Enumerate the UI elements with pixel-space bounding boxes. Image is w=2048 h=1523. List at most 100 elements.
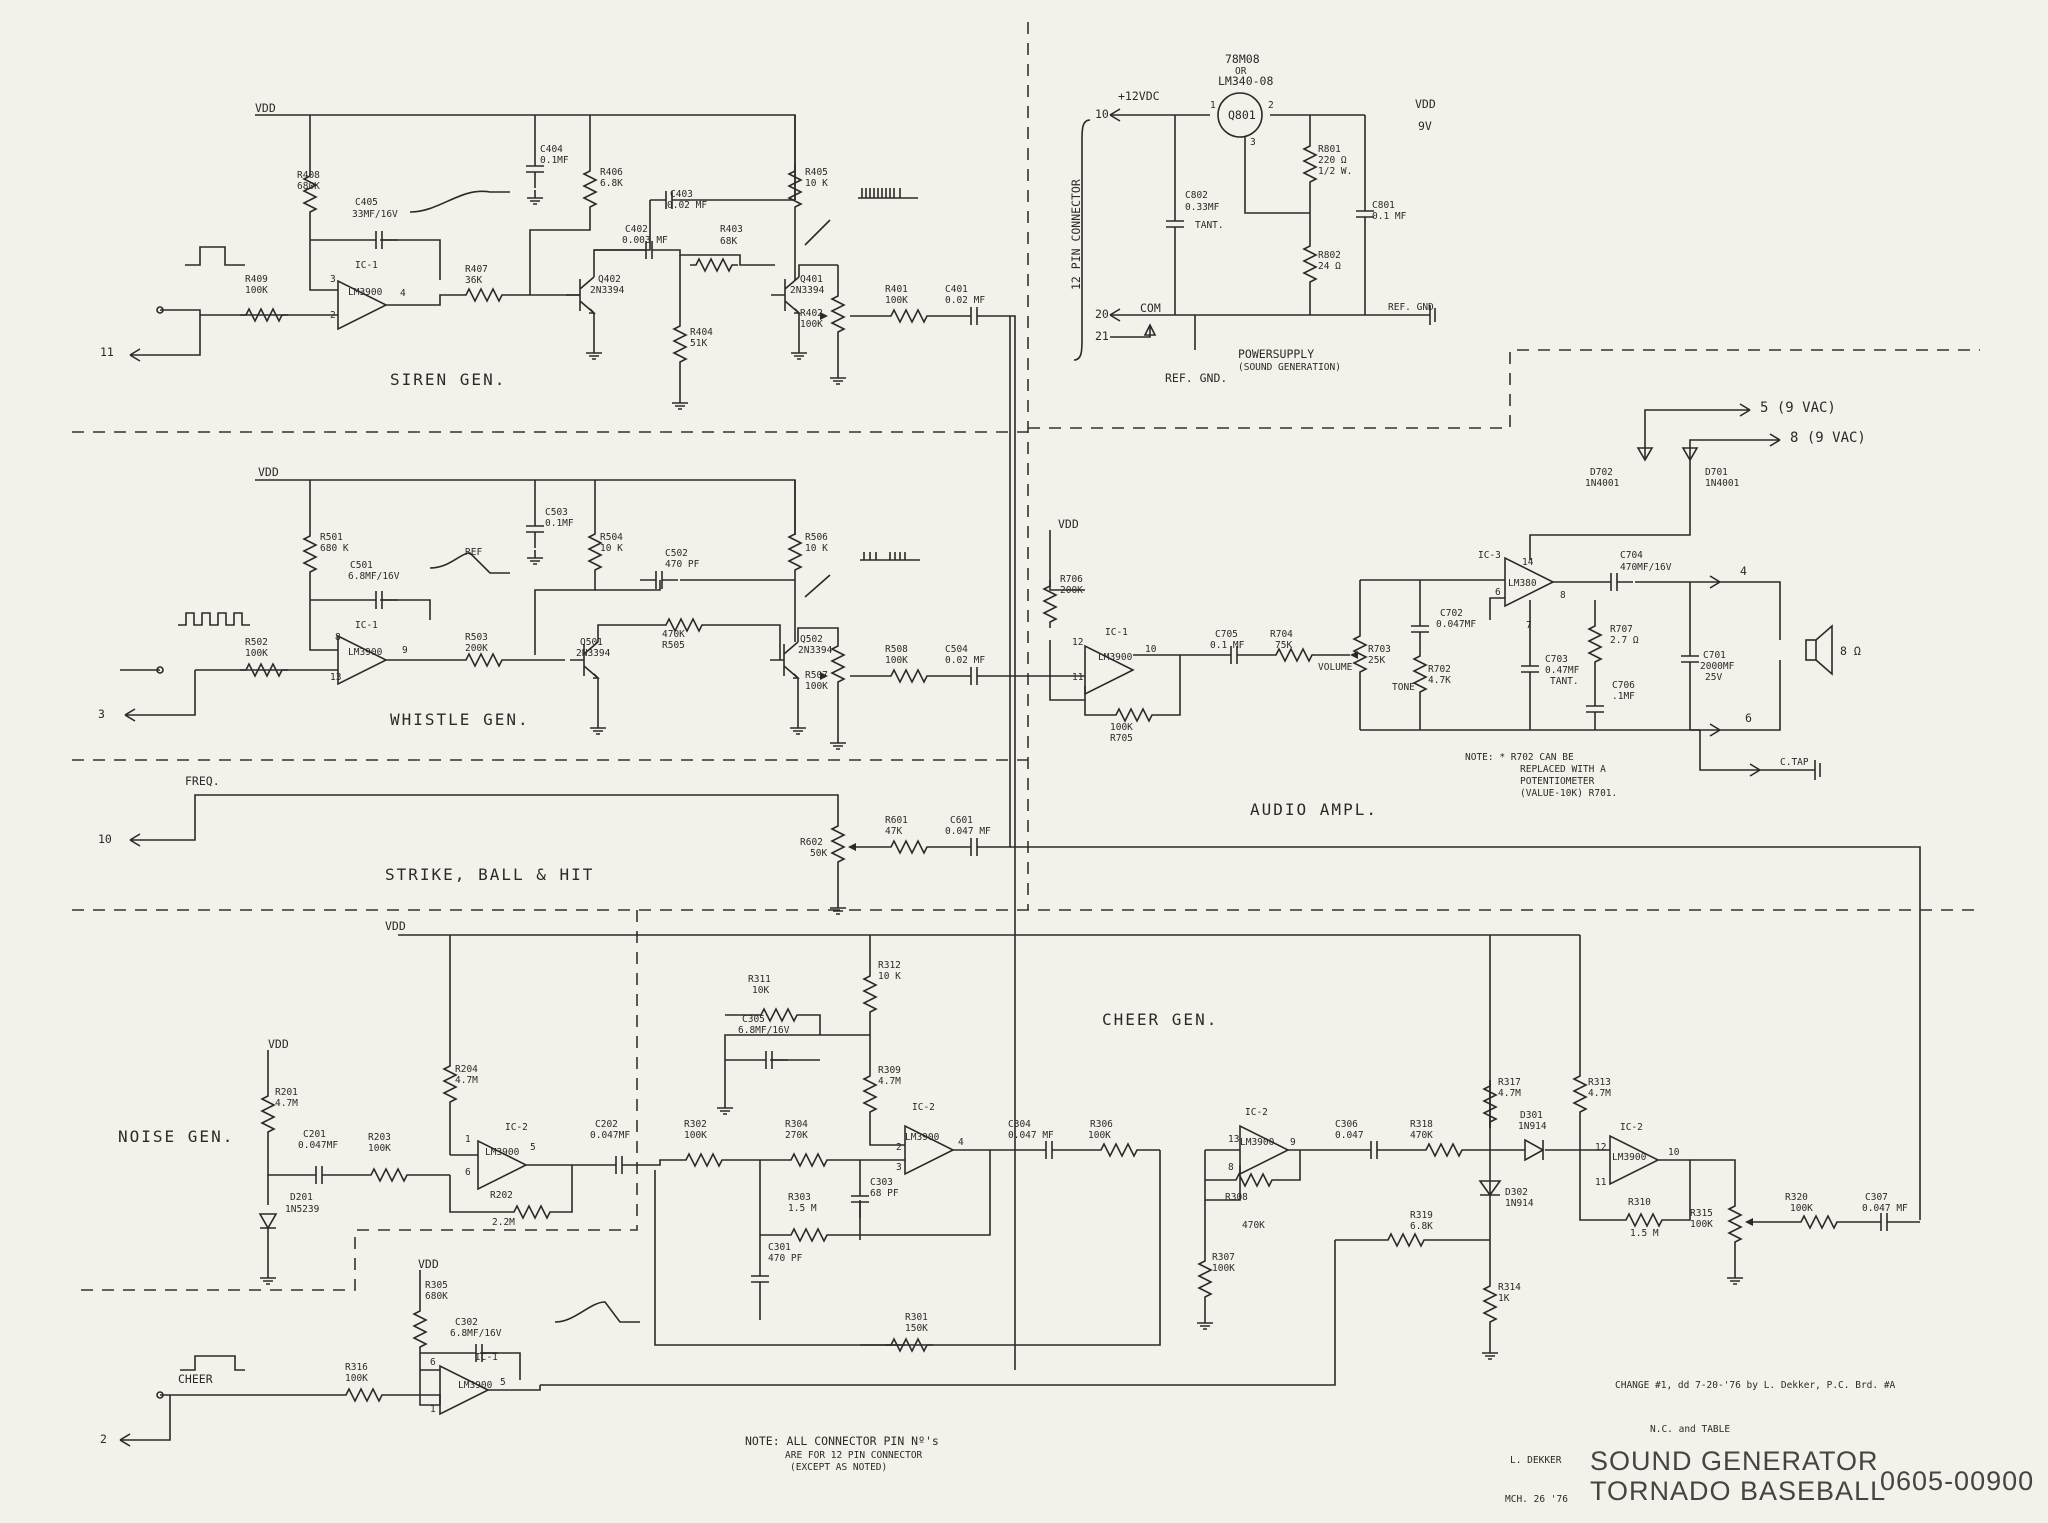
pin6-cheer-osc: 6 <box>430 1357 436 1368</box>
r405-ref: R405 <box>805 167 828 178</box>
r707-value: 2.7 Ω <box>1610 635 1639 646</box>
r705-ref: R705 <box>1110 733 1133 744</box>
pin13-cheer: 13 <box>1228 1134 1239 1145</box>
r310-ref: R310 <box>1628 1197 1651 1208</box>
r602-value: 50K <box>810 848 827 859</box>
c306-value: 0.047 <box>1335 1130 1364 1141</box>
r801-watt: 1/2 W. <box>1318 166 1352 177</box>
c601-value: 0.047 MF <box>945 826 991 837</box>
r505-ref: R505 <box>662 640 685 651</box>
cheer-input-label: CHEER <box>178 1372 213 1386</box>
r402-value: 100K <box>800 319 823 330</box>
pin13-whistle: 13 <box>330 672 341 683</box>
c502-ref: C502 <box>665 548 688 559</box>
com-label: COM <box>1140 301 1161 315</box>
ic1-whistle: IC-1 <box>355 620 378 631</box>
c501-value: 6.8MF/16V <box>348 571 400 582</box>
c303-value: 68 PF <box>870 1188 899 1199</box>
pin-6: 6 <box>1745 711 1752 725</box>
amp-note-line-3: POTENTIOMETER <box>1520 776 1595 787</box>
ic2-noise: IC-2 <box>505 1122 528 1133</box>
c306-ref: C306 <box>1335 1119 1358 1130</box>
c703-tant: TANT. <box>1550 676 1579 687</box>
pin-10b: 10 <box>1095 107 1109 121</box>
c502-value: 470 PF <box>665 559 700 570</box>
r703-value: 25K <box>1368 655 1385 666</box>
author-name: L. DEKKER <box>1510 1455 1562 1466</box>
section-title-audio: AUDIO AMPL. <box>1250 800 1378 819</box>
r306-ref: R306 <box>1090 1119 1113 1130</box>
vdd-label: VDD <box>418 1257 439 1271</box>
section-title-cheer: CHEER GEN. <box>1102 1010 1218 1029</box>
ic3-ref: IC-3 <box>1478 550 1501 561</box>
section-title-strike: STRIKE, BALL & HIT <box>385 865 594 884</box>
vdd-9v-label: 9V <box>1418 119 1432 133</box>
r506-value: 10 K <box>805 543 828 554</box>
c802-ref: C802 <box>1185 190 1208 201</box>
speaker-impedance: 8 Ω <box>1840 644 1861 658</box>
r404-ref: R404 <box>690 327 713 338</box>
d701-ref: D701 <box>1705 467 1728 478</box>
r202-ref: R202 <box>490 1190 513 1201</box>
d702-ref: D702 <box>1590 467 1613 478</box>
r309-value: 4.7M <box>878 1076 901 1087</box>
vdd-label: VDD <box>1415 97 1436 111</box>
c301-value: 470 PF <box>768 1253 803 1264</box>
pin-10: 10 <box>98 832 112 846</box>
regulator-or: OR <box>1235 66 1247 77</box>
d702-value: 1N4001 <box>1585 478 1620 489</box>
regulator-part: 78M08 <box>1225 52 1260 66</box>
r306-value: 100K <box>1088 1130 1111 1141</box>
c403-value: 0.02 MF <box>667 200 707 211</box>
c704-ref: C704 <box>1620 550 1643 561</box>
c401-ref: C401 <box>945 284 968 295</box>
r303-value: 1.5 M <box>788 1203 817 1214</box>
r301-value: 150K <box>905 1323 928 1334</box>
r401-value: 100K <box>885 295 908 306</box>
pin-note-line-2: ARE FOR 12 PIN CONNECTOR <box>785 1450 923 1461</box>
c704-value: 470MF/16V <box>1620 562 1672 573</box>
r305-ref: R305 <box>425 1280 448 1291</box>
r403-ref: R403 <box>720 224 743 235</box>
lm3900-siren: LM3900 <box>348 287 383 298</box>
pin-5: 5 (9 VAC) <box>1760 400 1836 416</box>
q502-ref: Q502 <box>800 634 823 645</box>
pin8-lm380: 8 <box>1560 590 1566 601</box>
drawing-number: 0605-00900 <box>1880 1466 2034 1496</box>
lm3900-cheer-osc: LM3900 <box>458 1380 493 1391</box>
r505-value: 470K <box>662 629 685 640</box>
ic2-cheer-a: IC-2 <box>912 1102 935 1113</box>
pin12-audio: 12 <box>1072 637 1083 648</box>
c307-value: 0.047 MF <box>1862 1203 1908 1214</box>
d302-value: 1N914 <box>1505 1198 1534 1209</box>
r312-value: 10 K <box>878 971 901 982</box>
c601-ref: C601 <box>950 815 973 826</box>
pin1-noise: 1 <box>465 1134 471 1145</box>
r706-value: 200K <box>1060 585 1083 596</box>
q402-value: 2N3394 <box>590 285 625 296</box>
r309-ref: R309 <box>878 1065 901 1076</box>
c703-ref: C703 <box>1545 654 1568 665</box>
pin9-cheer: 9 <box>1290 1137 1296 1148</box>
r314-value: 1K <box>1498 1293 1510 1304</box>
q501-value: 2N3394 <box>576 648 611 659</box>
c503-value: 0.1MF <box>545 518 574 529</box>
r307-value: 100K <box>1212 1263 1235 1274</box>
r702-ref: R702 <box>1428 664 1451 675</box>
r602-ref: R602 <box>800 837 823 848</box>
r508-ref: R508 <box>885 644 908 655</box>
r801-ref: R801 <box>1318 144 1341 155</box>
r304-ref: R304 <box>785 1119 808 1130</box>
c303-ref: C303 <box>870 1177 893 1188</box>
r407-value: 36K <box>465 275 482 286</box>
r319-ref: R319 <box>1410 1210 1433 1221</box>
lm380-part: LM380 <box>1508 578 1537 589</box>
r408-value: 680K <box>297 181 320 192</box>
r316-value: 100K <box>345 1373 368 1384</box>
r318-value: 470K <box>1410 1130 1433 1141</box>
vdd-label: VDD <box>1058 517 1079 531</box>
r702-value: 4.7K <box>1428 675 1451 686</box>
r601-ref: R601 <box>885 815 908 826</box>
c706-ref: C706 <box>1612 680 1635 691</box>
c701-value: 2000MF <box>1700 661 1735 672</box>
